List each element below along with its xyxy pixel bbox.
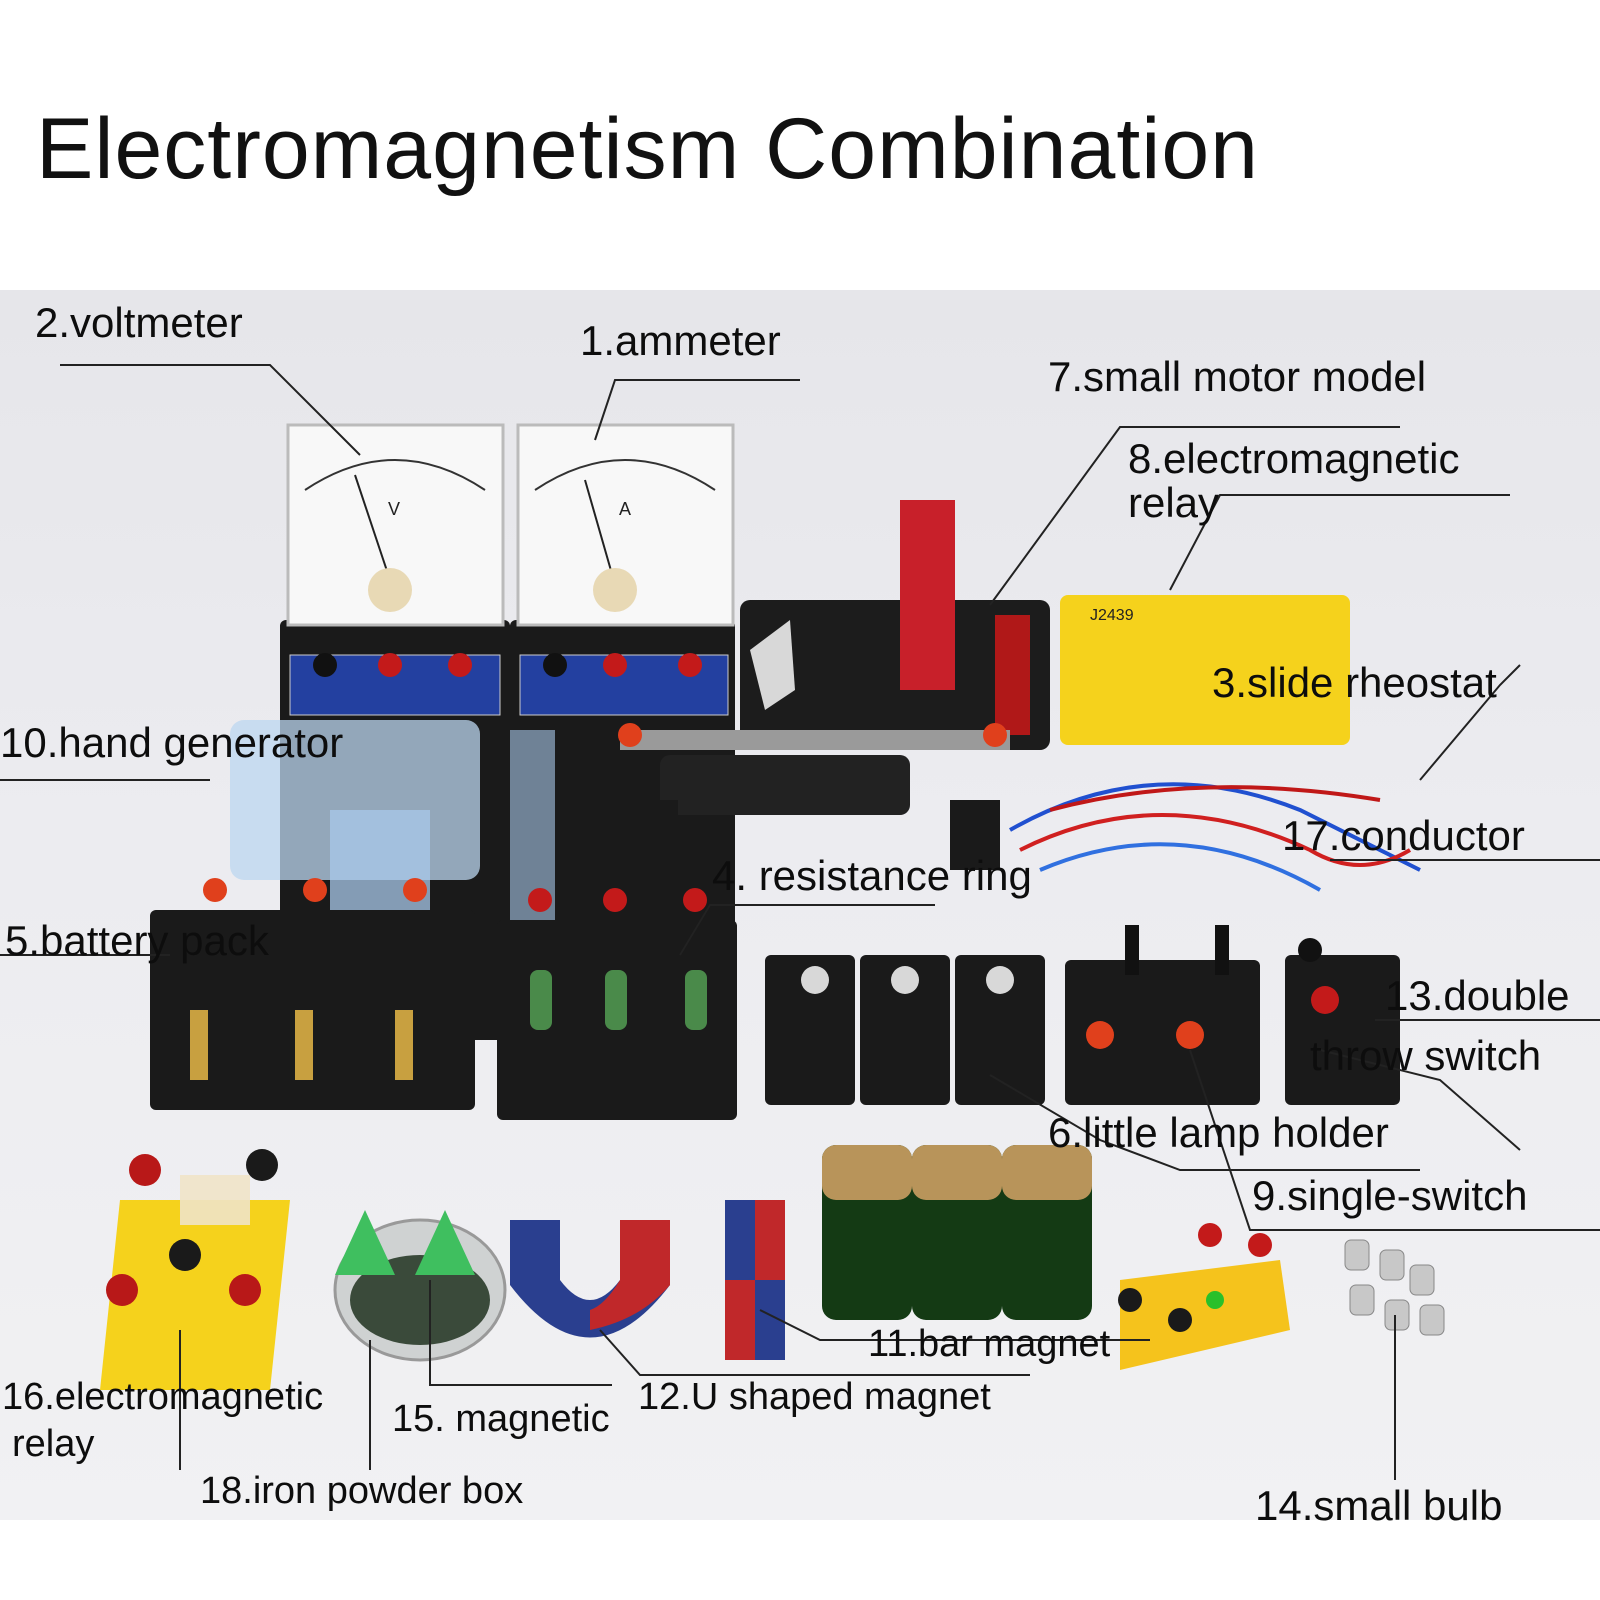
label-slide-rheostat: 3.slide rheostat: [1212, 659, 1497, 706]
label-electromagnetic-relay-16-line1: 16.electromagnetic: [2, 1376, 324, 1418]
label-iron-powder-box: 18.iron powder box: [200, 1470, 524, 1512]
label-single-switch: 9.single-switch: [1252, 1172, 1528, 1219]
conductor-illustration: [1009, 782, 1421, 892]
single-switch-illustration: [1065, 925, 1260, 1105]
product-photo: V A J2439: [0, 290, 1600, 1527]
label-bar-magnet: 11.bar magnet: [868, 1323, 1111, 1365]
label-ammeter: 1.ammeter: [580, 317, 781, 364]
label-hand-generator: 10.hand generator: [0, 719, 344, 766]
motor-model-illustration: [740, 500, 1050, 750]
u-magnet-illustration: [510, 1220, 670, 1338]
label-little-lamp-holder: 6.little lamp holder: [1048, 1109, 1389, 1156]
small-bulbs-illustration: [1344, 1239, 1445, 1336]
bar-magnet-illustration: [725, 1200, 785, 1360]
relay-box-code: J2439: [1090, 607, 1134, 624]
label-electromagnetic-relay-8-line2: relay: [1128, 479, 1220, 526]
iron-powder-box-illustration: [333, 1210, 507, 1362]
voltmeter-symbol: V: [388, 499, 400, 519]
label-electromagnetic-relay-16-line2: relay: [12, 1423, 95, 1465]
slide-rheostat-illustration: [618, 723, 1010, 870]
label-double-throw-switch-line2: throw switch: [1310, 1032, 1542, 1079]
battery-pack-illustration: [150, 878, 475, 1110]
electromagnetic-relay-16-illustration: [100, 1149, 290, 1390]
double-throw-switch-illustration: [1285, 938, 1400, 1105]
indicator-board-illustration: [1118, 1223, 1290, 1370]
label-double-throw-switch-line1: 13.double: [1385, 972, 1570, 1019]
relay-box-illustration: J2439: [1060, 595, 1350, 745]
label-small-motor-model: 7.small motor model: [1048, 353, 1427, 400]
label-resistance-ring: 4. resistance ring: [712, 852, 1032, 899]
ammeter-symbol: A: [619, 499, 631, 519]
label-electromagnetic-relay-8-line1: 8.electromagnetic: [1128, 435, 1460, 482]
label-small-bulb: 14.small bulb: [1255, 1482, 1503, 1529]
label-u-shaped-magnet: 12.U shaped magnet: [638, 1376, 991, 1418]
label-magnetic: 15. magnetic: [392, 1398, 610, 1440]
page-title: Electromagnetism Combination: [36, 101, 1259, 197]
leader-lines: [0, 364, 1600, 1480]
lamp-holder-illustration: [765, 955, 1045, 1105]
label-battery-pack: 5.battery pack: [5, 917, 269, 964]
batteries-illustration: [822, 1145, 1092, 1320]
label-conductor: 17.conductor: [1282, 812, 1525, 859]
label-voltmeter: 2.voltmeter: [35, 299, 243, 346]
product-illustration: V A J2439: [0, 364, 1600, 1480]
resistance-ring-illustration: [497, 888, 737, 1120]
